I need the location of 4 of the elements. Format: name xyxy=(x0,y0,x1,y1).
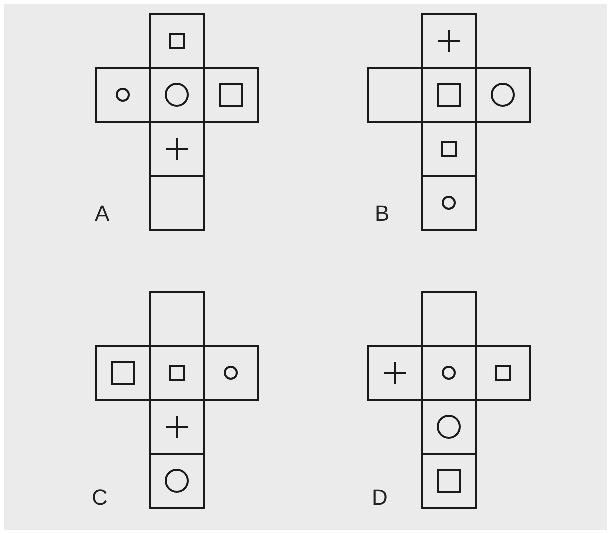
option-letter: C xyxy=(92,486,108,510)
option-letter: D xyxy=(372,486,388,510)
option-letter: A xyxy=(95,202,110,226)
option-letter: B xyxy=(375,202,390,226)
